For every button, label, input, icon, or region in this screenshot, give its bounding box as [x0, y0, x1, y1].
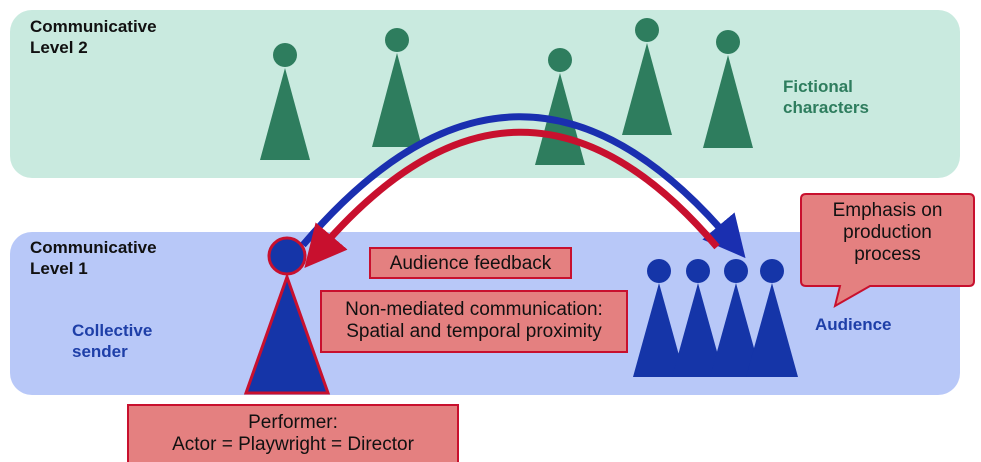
emphasis-bubble-text: Emphasis on production process — [803, 198, 972, 284]
level-1-label: Communicative Level 1 — [30, 237, 157, 279]
audience-figure — [710, 259, 762, 377]
level-1-label-line1: Communicative — [30, 238, 157, 257]
fictional-character-figure — [535, 48, 585, 165]
level-1-label-line2: Level 1 — [30, 259, 88, 278]
level-2-label: Communicative Level 2 — [30, 16, 157, 58]
audience-figure — [633, 259, 685, 377]
fictional-character-figure — [703, 30, 753, 148]
collective-sender-line2: sender — [72, 342, 128, 361]
fictional-character-figures — [260, 18, 753, 165]
non-mediated-communication-box: Non-mediated communication: Spatial and … — [320, 290, 628, 353]
level-2-label-line1: Communicative — [30, 17, 157, 36]
emphasis-line2: production — [843, 222, 932, 243]
performer-line2: Actor = Playwright = Director — [172, 434, 414, 455]
performer-figure — [243, 236, 331, 395]
audience-figure — [746, 259, 798, 377]
communicative-level-2-panel — [10, 10, 960, 178]
non-mediated-line1: Non-mediated communication: — [345, 299, 603, 320]
collective-sender-label: Collective sender — [72, 320, 152, 362]
fictional-characters-line2: characters — [783, 98, 870, 117]
level-2-label-line2: Level 2 — [30, 38, 88, 57]
red-arrow-arc — [304, 128, 720, 268]
emphasis-line3: process — [854, 244, 921, 265]
non-mediated-line2: Spatial and temporal proximity — [346, 321, 602, 342]
performer-box: Performer: Actor = Playwright = Director — [127, 404, 459, 462]
fictional-characters-line1: Fictional — [783, 77, 853, 96]
fictional-character-figure — [372, 28, 422, 147]
audience-figure — [672, 259, 724, 377]
audience-figures — [633, 259, 798, 377]
blue-arrow-arc — [300, 113, 746, 259]
audience-label: Audience — [815, 315, 892, 334]
collective-sender-line1: Collective — [72, 321, 153, 340]
emphasis-line1: Emphasis on — [832, 200, 943, 221]
performer-line1: Performer: — [248, 412, 338, 433]
fictional-character-figure — [622, 18, 672, 135]
emphasis-speech-bubble — [800, 193, 975, 309]
fictional-characters-label: Fictional characters — [783, 76, 869, 118]
fictional-character-figure — [260, 43, 310, 160]
audience-feedback-box: Audience feedback — [369, 247, 572, 279]
audience-feedback-text: Audience feedback — [389, 253, 552, 274]
